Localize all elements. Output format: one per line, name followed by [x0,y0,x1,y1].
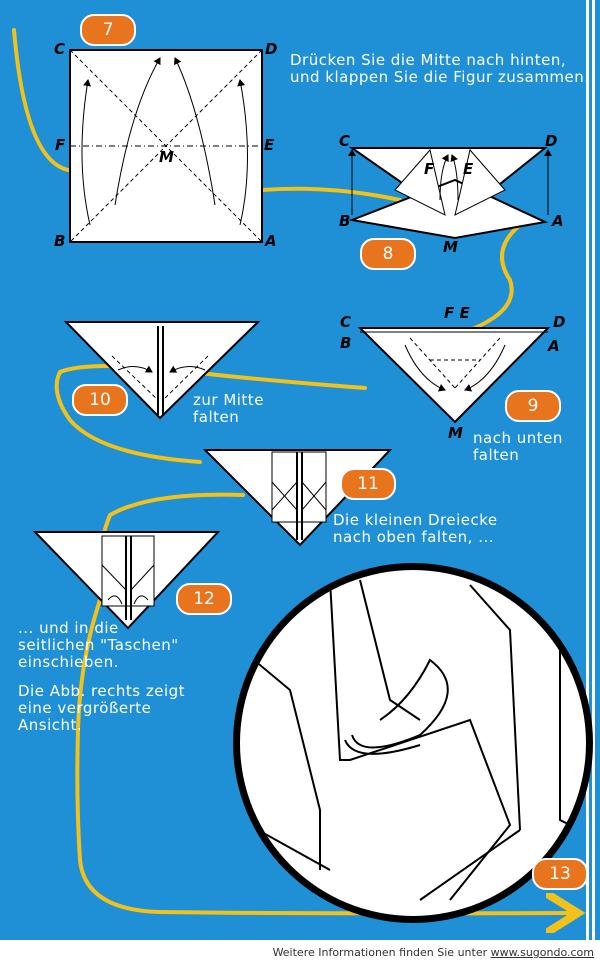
text-line: eine vergrößerte [18,699,152,717]
step-10-badge: 10 [72,384,128,416]
label-b: B [54,232,66,250]
label-f: F [55,136,66,154]
step13-enlarged-view [233,563,593,923]
step9-diagram [357,327,551,424]
label-c: C [340,313,352,331]
step-7-badge: 7 [80,14,136,46]
text-line: falten [193,408,240,426]
label-a: A [552,212,564,230]
label-m: M [159,148,174,166]
step-11-badge: 11 [340,468,396,500]
label-d: D [265,40,278,58]
label-f: F [424,160,435,178]
text-line: nach oben falten, ... [333,528,495,546]
label-a: A [548,337,560,355]
footer-caption: Weitere Informationen finden Sie unter [272,946,488,959]
label-b: B [340,334,352,352]
label-fe: F E [444,304,470,322]
label-c: C [339,132,351,150]
footer-text: Weitere Informationen finden Sie unter w… [273,946,594,959]
text-line: ... und in die [18,619,119,637]
text-line: seitlichen "Taschen" [18,636,179,654]
text-line: Ansicht. [18,716,83,734]
step-12-badge: 12 [176,583,232,615]
step10-diagram [63,321,261,420]
side-stripes [586,0,600,940]
step11-instruction: Die kleinen Dreiecke nach oben falten, .… [333,512,498,546]
text-line: Drücken Sie die Mitte nach hinten, [290,51,567,69]
text-line: falten [473,446,520,464]
label-e: E [264,136,275,154]
text-line: Die Abb. rechts zeigt [18,682,186,700]
step10-instruction: zur Mitte falten [193,392,264,426]
step-8-badge: 8 [360,238,416,270]
footer: Weitere Informationen finden Sie unter w… [0,940,600,965]
step9-instruction: nach unten falten [473,430,563,464]
footer-link[interactable]: www.sugondo.com [490,946,594,959]
label-m: M [448,424,463,442]
text-line: zur Mitte [193,391,264,409]
label-d: D [545,132,558,150]
text-line: Die kleinen Dreiecke [333,511,498,529]
step12-diagram [32,531,221,630]
label-e: E [463,160,474,178]
label-a: A [265,232,277,250]
step7-instruction: Drücken Sie die Mitte nach hinten, und k… [290,52,590,86]
guide-path [12,28,570,913]
label-c: C [54,40,66,58]
text-line: und klappen Sie die Figur zusammen. [290,68,590,86]
step12-instruction: ... und in die seitlichen "Taschen" eins… [18,620,185,734]
step-9-badge: 9 [505,390,561,422]
step7-diagram [69,49,263,243]
label-d: D [553,313,566,331]
label-m: M [443,238,458,256]
text-line: nach unten [473,429,563,447]
text-line: einschieben. [18,653,119,671]
step-13-badge: 13 [532,858,588,890]
label-b: B [339,212,351,230]
step8-diagram [348,147,552,240]
